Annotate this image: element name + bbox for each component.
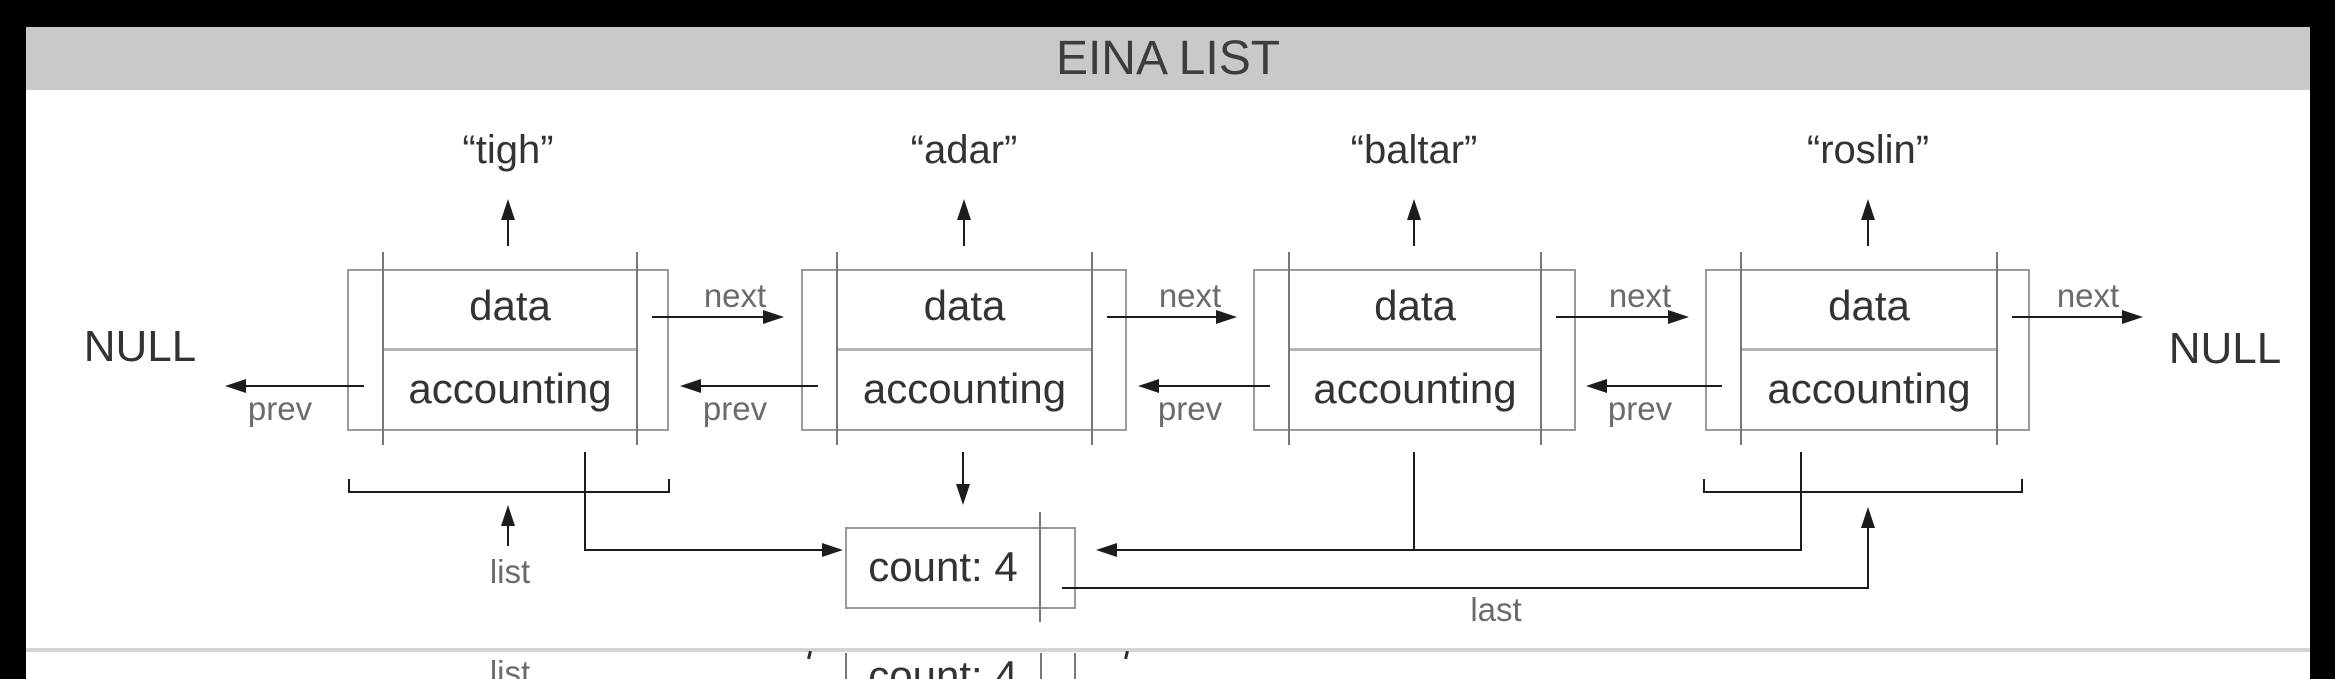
data-to-name-arrow-head (1861, 199, 1875, 220)
prev-label: prev (702, 390, 768, 427)
prev-arrow-head (1138, 379, 1159, 393)
count-box-edge-partial (845, 653, 847, 679)
node-cell-divider (838, 348, 1091, 351)
next-label: next (1158, 277, 1222, 314)
bracket-tick (2021, 479, 2023, 492)
accounting-cell: accounting (1313, 365, 1517, 412)
arrowhead-fragment (1124, 650, 1129, 660)
data-cell: data (1828, 282, 1910, 329)
accounting-link-head (822, 543, 843, 557)
list-arrow-head (501, 505, 515, 526)
accounting-link-line (962, 452, 964, 486)
list-tail-bracket (1703, 491, 2023, 493)
list-label: list (489, 553, 531, 590)
top-border (0, 0, 2335, 27)
node-cell-divider (1290, 348, 1540, 351)
list-label-partial: list (489, 654, 531, 679)
diagram-title: EINA LIST (26, 27, 2310, 90)
next-arrow-head (763, 310, 784, 324)
node-inner-line (836, 252, 838, 445)
prev-arrow-shaft (1606, 385, 1722, 387)
count-value-partial: count: 4 (868, 652, 1018, 679)
accounting-link-head (1096, 543, 1117, 557)
node-name-tigh: “tigh” (462, 128, 554, 172)
accounting-link-line (584, 452, 586, 551)
accounting-link-head (956, 484, 970, 505)
prev-arrow-head (1586, 379, 1607, 393)
node-name-adar: “adar” (910, 128, 1018, 172)
accounting-cell: accounting (862, 365, 1067, 412)
data-cell: data (1374, 282, 1456, 329)
next-label: next (1608, 277, 1672, 314)
last-arrow-head (1861, 507, 1875, 528)
node-inner-line (1288, 252, 1290, 445)
section-divider-line (26, 648, 2310, 652)
node-cell-divider (384, 348, 636, 351)
count-box-inner-line (1039, 512, 1041, 622)
last-arrow-line (1062, 587, 1869, 589)
node-inner-line (1540, 252, 1542, 445)
prev-label: prev (1607, 390, 1673, 427)
right-border (2310, 0, 2335, 679)
data-to-name-arrow-head (957, 199, 971, 220)
node-inner-line (1091, 252, 1093, 445)
bracket-tick (348, 479, 350, 492)
prev-arrow-shaft (700, 385, 818, 387)
node-name-baltar: “baltar” (1350, 128, 1478, 172)
count-box (845, 527, 1076, 609)
node-name-roslin: “roslin” (1806, 128, 1930, 172)
next-label: next (703, 277, 767, 314)
next-arrow-head (1216, 310, 1237, 324)
last-arrow-line (1867, 527, 1869, 588)
data-to-name-arrow-shaft (1867, 218, 1869, 246)
data-cell: data (923, 282, 1006, 329)
prev-arrow-head (680, 379, 701, 393)
accounting-link-line (1413, 452, 1415, 551)
next-arrow-head (1668, 310, 1689, 324)
next-label: next (2056, 277, 2120, 314)
next-arrow-shaft (2012, 316, 2124, 318)
left-border (0, 0, 26, 679)
accounting-cell: accounting (1767, 365, 1971, 412)
prev-label: prev (1157, 390, 1223, 427)
count-value: count: 4 (868, 543, 1018, 590)
data-cell: data (469, 282, 551, 329)
bracket-tick (668, 479, 670, 492)
last-label: last (1470, 591, 1522, 628)
bracket-tick (1703, 479, 1705, 492)
prev-label: prev (247, 390, 313, 427)
next-arrow-shaft (652, 316, 765, 318)
node-cell-divider (1742, 348, 1996, 351)
list-head-bracket (348, 491, 670, 493)
data-to-name-arrow-shaft (963, 218, 965, 246)
next-arrow-shaft (1556, 316, 1670, 318)
prev-arrow-shaft (1158, 385, 1270, 387)
next-arrow-shaft (1107, 316, 1218, 318)
node-inner-line (382, 252, 384, 445)
accounting-cell: accounting (408, 365, 612, 412)
null-left: NULL (83, 322, 197, 371)
data-to-name-arrow-shaft (507, 218, 509, 246)
arrowhead-fragment (807, 650, 812, 660)
data-to-name-arrow-head (1407, 199, 1421, 220)
prev-arrow-head (225, 379, 246, 393)
node-inner-line (1996, 252, 1998, 445)
list-arrow-shaft (507, 524, 509, 546)
accounting-link-line (584, 549, 823, 551)
count-box-edge-partial (1074, 653, 1076, 679)
data-to-name-arrow-shaft (1413, 218, 1415, 246)
data-to-name-arrow-head (501, 199, 515, 220)
node-inner-line (636, 252, 638, 445)
accounting-link-line (1800, 452, 1802, 551)
prev-arrow-shaft (245, 385, 364, 387)
node-inner-line (1740, 252, 1742, 445)
next-arrow-head (2122, 310, 2143, 324)
accounting-link-line (1117, 549, 1802, 551)
null-right: NULL (2168, 324, 2282, 373)
count-box-edge-partial (1040, 653, 1042, 679)
